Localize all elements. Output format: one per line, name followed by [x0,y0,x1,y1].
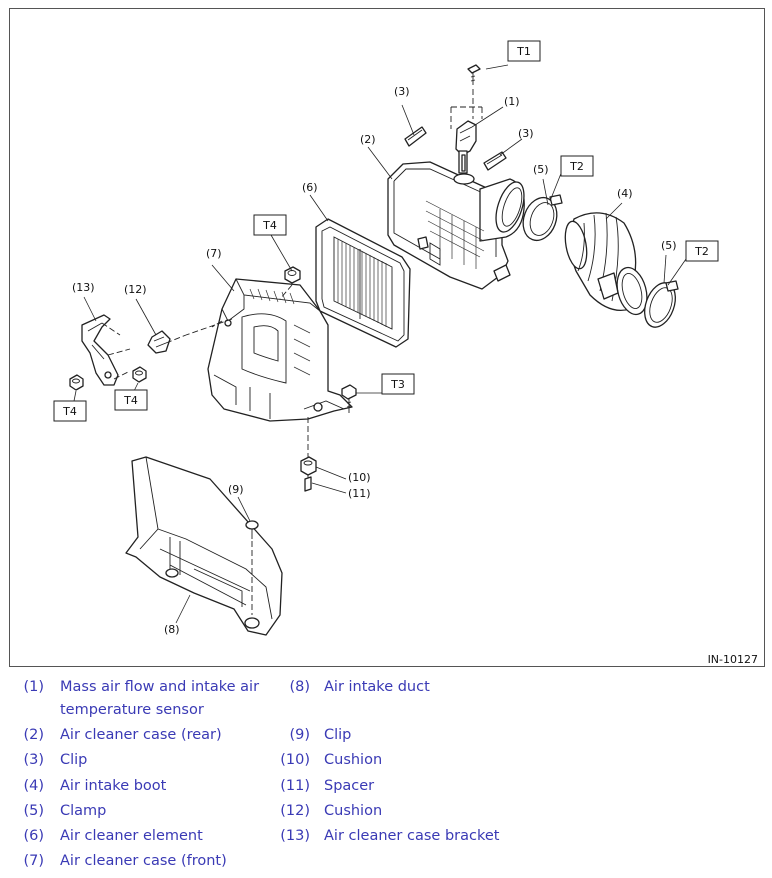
nut-t4-mid [132,366,147,383]
legend-label: Air intake boot [60,778,167,794]
legend-label: Air cleaner case (rear) [60,727,222,743]
legend-number: (7) [23,853,44,869]
legend-label: Mass air flow and intake air [60,679,260,695]
svg-text:T4: T4 [62,405,77,418]
callout-4: (4) [617,187,633,200]
callout-6: (6) [302,181,318,194]
legend-number: (9) [289,727,310,743]
clip-3-upper [404,126,427,147]
legend-label-cont: temperature sensor [60,702,204,718]
legend-number: (8) [289,679,310,695]
nut-t4-top [284,266,301,284]
callout-8: (8) [164,623,180,636]
leader-lines [73,64,687,624]
clip-9 [245,520,259,539]
legend-number: (6) [23,828,44,844]
cushion-10 [300,456,317,476]
legend-number: (1) [23,679,44,695]
callout-13: (13) [72,281,95,294]
callout-7: (7) [206,247,222,260]
svg-text:T2: T2 [569,160,584,173]
legend-number: (13) [280,828,310,844]
air-cleaner-case-rear [387,161,525,290]
cushion-12 [147,330,171,354]
legend-label: Air cleaner case bracket [324,828,500,844]
torque-tag-t2-upper: T2 [560,155,594,177]
legend-number: (3) [23,752,44,768]
legend-number: (12) [280,803,310,819]
screw-t1 [467,64,481,85]
svg-text:T4: T4 [123,394,138,407]
callout-11: (11) [348,487,371,500]
legend-number: (10) [280,752,310,768]
legend-label: Clip [60,752,88,768]
callout-1: (1) [504,95,520,108]
exploded-diagram: (1) (2) (3) (3) (4) (5) (5) (6) (7) (8) … [9,8,765,667]
callout-5b: (5) [661,239,677,252]
svg-text:T2: T2 [694,245,709,258]
nut-t4-left [69,374,84,391]
diagram-drawing: (1) (2) (3) (3) (4) (5) (5) (6) (7) (8) … [53,40,758,666]
mass-air-flow-sensor [455,120,477,174]
torque-tag-t4-top: T4 [253,214,287,236]
legend-label: Cushion [324,752,383,768]
svg-text:T1: T1 [516,45,531,58]
clamp-5-upper [522,194,563,242]
callout-10: (10) [348,471,371,484]
torque-tag-t4-left: T4 [53,400,87,422]
callout-5a: (5) [533,163,549,176]
spacer-11 [304,476,312,492]
air-intake-duct [125,456,283,636]
air-cleaner-case-bracket [81,314,119,386]
torque-tag-t2-lower: T2 [685,240,719,262]
reference-code: IN-10127 [708,653,758,666]
legend-number: (4) [23,778,44,794]
legend-number: (11) [280,778,310,794]
callout-3b: (3) [518,127,534,140]
legend-number: (2) [23,727,44,743]
torque-tag-t1: T1 [507,40,541,62]
svg-text:T3: T3 [390,378,405,391]
torque-tag-t3: T3 [381,373,415,395]
callout-2: (2) [360,133,376,146]
legend-label: Air cleaner case (front) [60,853,227,869]
callout-9: (9) [228,483,244,496]
legend-label: Cushion [324,803,383,819]
svg-text:T4: T4 [262,219,277,232]
callout-12: (12) [124,283,147,296]
parts-legend: (1) Mass air flow and intake air tempera… [0,676,772,876]
legend-label: Spacer [324,778,375,794]
legend-number: (5) [23,803,44,819]
legend-label: Clip [324,727,352,743]
legend-label: Air intake duct [324,679,430,695]
clip-3-right [483,151,507,171]
air-cleaner-case-front [207,278,353,422]
legend-label: Air cleaner element [60,828,203,844]
air-intake-boot [564,212,648,316]
torque-tag-t4-mid: T4 [114,389,148,411]
clamp-5-lower [644,280,679,328]
bolt-t3 [341,384,357,413]
legend-label: Clamp [60,803,107,819]
callout-3a: (3) [394,85,410,98]
air-cleaner-element [315,218,411,348]
